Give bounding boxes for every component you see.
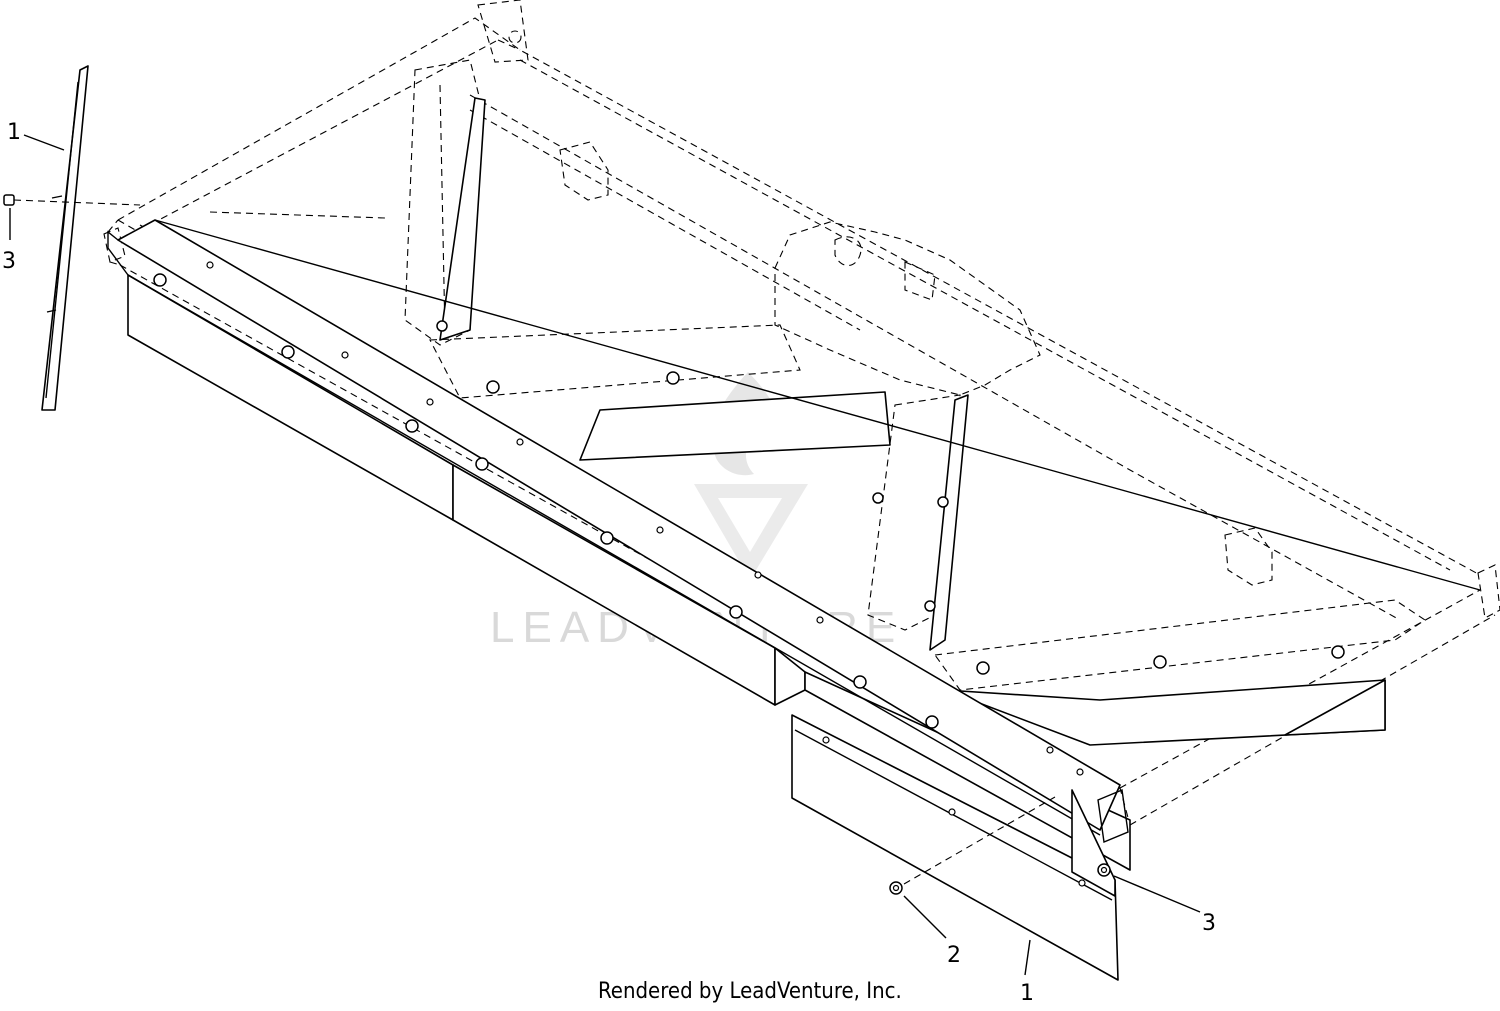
callout-3-right: 3 — [1202, 911, 1216, 936]
leader-lines — [9, 134, 1201, 976]
callout-1-left: 1 — [7, 120, 21, 145]
part-1-left-flap — [41, 65, 89, 411]
hardware — [3, 194, 1111, 895]
callout-2: 2 — [947, 943, 961, 968]
bolt-icon — [889, 881, 903, 895]
callouts: 1 3 2 3 1 — [2, 120, 1216, 1006]
callout-1-right: 1 — [1020, 981, 1034, 1006]
v-logo-icon — [694, 484, 808, 580]
deflector-skirt — [127, 97, 1386, 871]
footer-credit: Rendered by LeadVenture, Inc. — [598, 979, 902, 1004]
nut-icon — [1097, 863, 1111, 877]
front-rail — [107, 219, 1481, 843]
callout-3-left: 3 — [2, 249, 16, 274]
nut-icon — [3, 194, 15, 206]
